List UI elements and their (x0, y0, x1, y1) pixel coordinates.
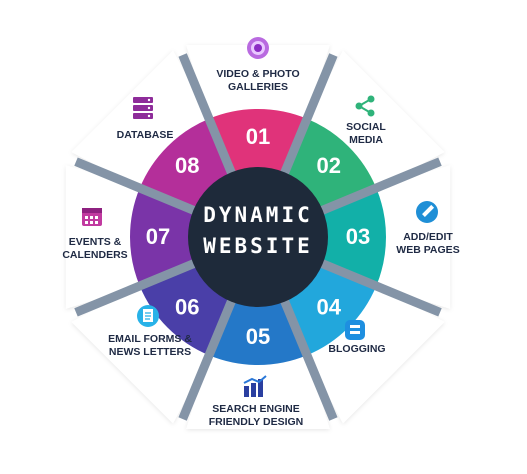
panel-01 (186, 44, 330, 119)
segment-number-03: 03 (346, 224, 370, 249)
center-title-line1: DYNAMIC (203, 203, 313, 227)
segment-number-04: 04 (316, 295, 341, 320)
segment-numbers: 01 02 03 04 05 06 07 08 (146, 124, 370, 349)
segment-label-07-line1: EVENTS & (69, 236, 122, 248)
edit-pencil-icon (416, 201, 438, 223)
segment-label-07-line2: CALENDERS (62, 249, 127, 261)
panel-02 (306, 50, 445, 189)
segment-03 (320, 188, 386, 286)
segment-label-05-line1: SEARCH ENGINE (212, 403, 300, 415)
segment-07 (130, 188, 196, 286)
share-icon (355, 95, 375, 117)
segment-label-03-line1: ADD/EDIT (403, 231, 453, 243)
panel-07 (65, 165, 140, 309)
seo-chart-icon (243, 375, 267, 397)
spoke-7 (74, 258, 199, 317)
segment-label-01-line2: GALLERIES (228, 81, 288, 93)
spoke-3 (317, 157, 442, 216)
video-gallery-icon (247, 37, 269, 59)
segment-number-06: 06 (175, 295, 199, 320)
segment-label-04-line1: BLOGGING (328, 343, 385, 355)
email-form-icon (137, 305, 159, 327)
segment-05 (209, 299, 307, 365)
panel-04 (306, 285, 445, 424)
segment-label-02-line1: SOCIAL (346, 121, 386, 133)
calendar-icon (82, 208, 102, 226)
segment-label-06-line2: NEWS LETTERS (109, 346, 191, 358)
database-icon (133, 97, 153, 119)
blog-icon (345, 320, 365, 340)
segment-label-06-line1: EMAIL FORMS & (108, 333, 192, 345)
segment-ring (130, 109, 386, 365)
segment-01 (209, 109, 307, 175)
center-title-line2: WEBSITE (203, 234, 313, 258)
segment-label-03-line2: WEB PAGES (396, 244, 459, 256)
spoke-1 (178, 53, 237, 178)
panel-08 (71, 50, 210, 189)
segment-number-02: 02 (316, 153, 340, 178)
segment-icons (82, 37, 438, 397)
center-circle (188, 167, 328, 307)
segment-label-02-line2: MEDIA (349, 134, 383, 146)
segment-number-08: 08 (175, 153, 199, 178)
spokes (74, 53, 442, 421)
spoke-5 (279, 296, 338, 421)
spoke-8 (74, 157, 199, 216)
spoke-6 (178, 296, 237, 421)
segment-number-07: 07 (146, 224, 170, 249)
spoke-4 (317, 258, 442, 317)
panel-03 (376, 165, 451, 309)
segment-label-08-line1: DATABASE (117, 129, 174, 141)
segment-label-05-line2: FRIENDLY DESIGN (209, 416, 304, 428)
spoke-2 (279, 53, 338, 178)
segment-number-01: 01 (246, 124, 270, 149)
panel-06 (71, 285, 210, 424)
segment-number-05: 05 (246, 324, 270, 349)
segment-label-01-line1: VIDEO & PHOTO (216, 68, 299, 80)
